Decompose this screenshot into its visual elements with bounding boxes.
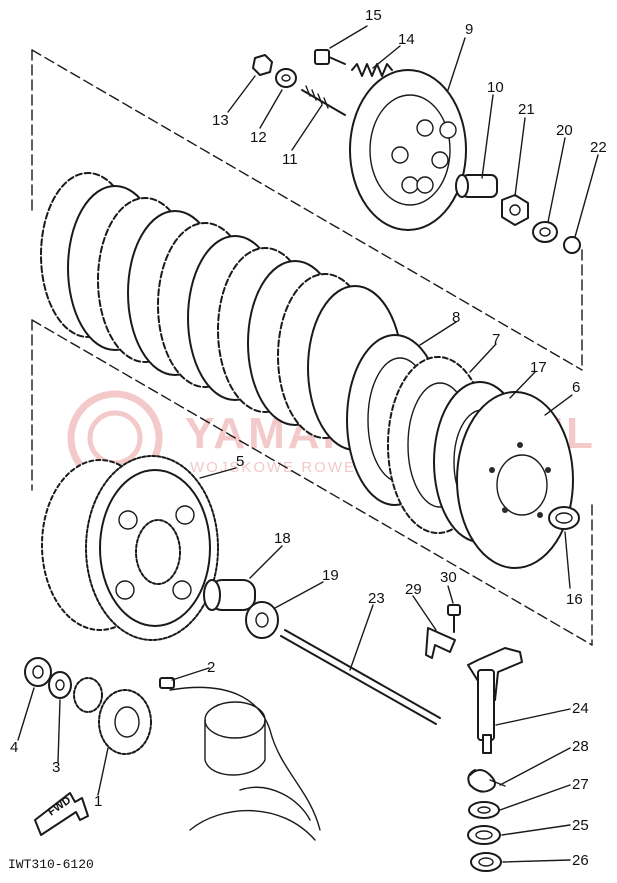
part-11-stud-bolt	[301, 85, 346, 116]
part-30-screw	[447, 604, 461, 633]
callout-5: 5	[236, 453, 244, 470]
callout-6: 6	[572, 379, 580, 396]
callout-17: 17	[530, 359, 547, 376]
callout-29: 29	[405, 581, 422, 598]
clutch-plate-stack	[40, 172, 403, 451]
part-25-oil-seal	[467, 825, 501, 845]
part-3-washer	[48, 671, 72, 699]
callout-16: 16	[566, 591, 583, 608]
part-5-primary-driven-gear	[41, 455, 219, 641]
callout-22: 22	[590, 139, 607, 156]
callout-10: 10	[487, 79, 504, 96]
callout-15: 15	[365, 7, 382, 24]
callout-8: 8	[452, 309, 460, 326]
part-14-spring	[351, 63, 393, 77]
assembly-guide-lines	[31, 49, 593, 646]
callout-2: 2	[207, 659, 215, 676]
part-callouts: 15 14 9 10 21 20 22 13 12 11 8 7 17 6 5 …	[10, 7, 607, 869]
callout-21: 21	[518, 101, 535, 118]
part-4-nut	[24, 657, 52, 687]
callout-1: 1	[94, 793, 102, 810]
part-2-key	[159, 677, 175, 689]
callout-28: 28	[572, 738, 589, 755]
callout-12: 12	[250, 129, 267, 146]
part-19-washer	[245, 601, 279, 639]
part-16-washer	[548, 506, 580, 530]
crankcase-outline	[169, 686, 321, 841]
callout-27: 27	[572, 776, 589, 793]
part-15-bolt	[314, 49, 346, 65]
part-1-drive-gear	[73, 677, 152, 755]
callout-19: 19	[322, 567, 339, 584]
callout-4: 4	[10, 739, 18, 756]
part-20-lock-washer	[532, 221, 558, 243]
callout-24: 24	[572, 700, 589, 717]
diagram-caption: IWT310-6120	[8, 857, 94, 872]
callout-13: 13	[212, 112, 229, 129]
callout-18: 18	[274, 530, 291, 547]
part-6-clutch-boss	[456, 391, 574, 569]
part-27-washer	[468, 801, 500, 819]
callout-26: 26	[572, 852, 589, 869]
part-24-push-lever-shaft	[467, 647, 523, 754]
part-12-washer	[275, 68, 297, 88]
callout-20: 20	[556, 122, 573, 139]
part-18-sleeve	[203, 579, 256, 611]
callout-11: 11	[282, 151, 298, 168]
callout-30: 30	[440, 569, 457, 586]
callout-7: 7	[492, 331, 500, 348]
part-10-push-rod-bearing	[455, 174, 498, 198]
forward-arrow-icon: FWD	[34, 792, 89, 836]
part-21-nut	[501, 194, 529, 226]
callout-23: 23	[368, 590, 385, 607]
part-9-pressure-plate-assembly	[349, 69, 467, 231]
callout-9: 9	[465, 21, 473, 38]
leader-lines	[17, 25, 599, 863]
part-23-push-rod	[280, 629, 441, 725]
callout-14: 14	[398, 31, 415, 48]
part-22-ball	[563, 236, 581, 254]
callout-3: 3	[52, 759, 60, 776]
part-13-nut	[252, 54, 273, 76]
part-28-spring	[467, 769, 506, 793]
callout-25: 25	[572, 817, 589, 834]
part-26-bushing	[470, 852, 502, 872]
part-29-bracket	[425, 627, 456, 659]
